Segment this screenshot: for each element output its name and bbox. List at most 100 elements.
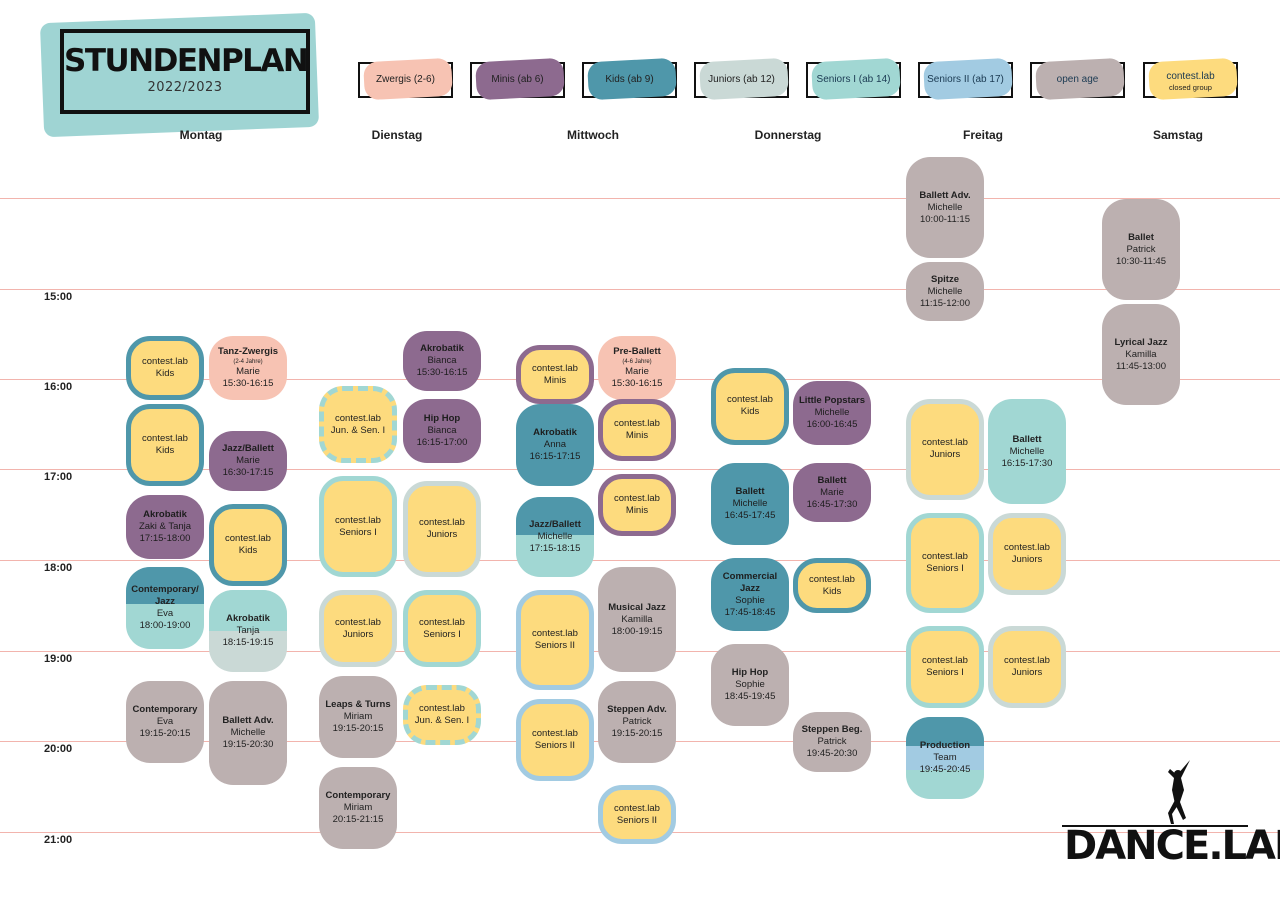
hour-line: [0, 469, 1280, 470]
teacher-name: Tanja: [236, 624, 260, 636]
class-time: 19:15-20:15: [611, 727, 663, 739]
class-name: Hip Hop: [423, 413, 461, 425]
class-name: contest.lab: [1004, 541, 1050, 553]
class-name: Ballett: [1012, 433, 1042, 445]
dancer-icon: [1168, 760, 1190, 824]
class-name: Ballett Adv.: [222, 714, 274, 726]
class-time: 17:45-18:45: [724, 606, 776, 618]
class-name: Musical Jazz: [608, 601, 666, 613]
class-name: Akrobatik: [143, 508, 187, 520]
teacher-name: Kamilla: [1125, 348, 1157, 360]
class-time: 15:30-16:15: [611, 377, 663, 389]
class-name: contest.lab: [142, 355, 188, 367]
group-name: Kids: [822, 585, 842, 597]
group-name: Minis: [543, 374, 567, 386]
class-name: contest.lab: [335, 616, 381, 628]
school-year: 2022/2023: [147, 80, 223, 95]
class-name: Hip Hop: [731, 667, 769, 679]
class-time: 20:15-21:15: [332, 813, 384, 825]
class-time: 11:15-12:00: [919, 297, 970, 309]
teacher-name: Kamilla: [621, 613, 653, 625]
teacher-name: Miriam: [343, 801, 373, 813]
day-header: Mittwoch: [567, 128, 619, 142]
time-label: 16:00: [44, 381, 73, 393]
class-name: contest.lab: [335, 514, 381, 526]
hour-line: [0, 289, 1280, 290]
class-name: Akrobatik: [226, 612, 270, 624]
group-name: Minis: [625, 429, 649, 441]
class-time: 16:45-17:45: [724, 509, 776, 521]
class-time: 10:00-11:15: [919, 213, 970, 225]
legend-item: Seniors II (ab 17): [918, 57, 1013, 101]
dancer-logo-figure: [1160, 758, 1200, 828]
group-name: Kids: [740, 406, 760, 418]
class-name: contest.lab: [419, 702, 465, 714]
split-mid-band: [906, 745, 984, 771]
teacher-name: Patrick: [622, 715, 652, 727]
legend-label: open age: [1056, 74, 1099, 85]
teacher-name: Michelle: [230, 726, 266, 738]
class-name: Akrobatik: [533, 426, 577, 438]
